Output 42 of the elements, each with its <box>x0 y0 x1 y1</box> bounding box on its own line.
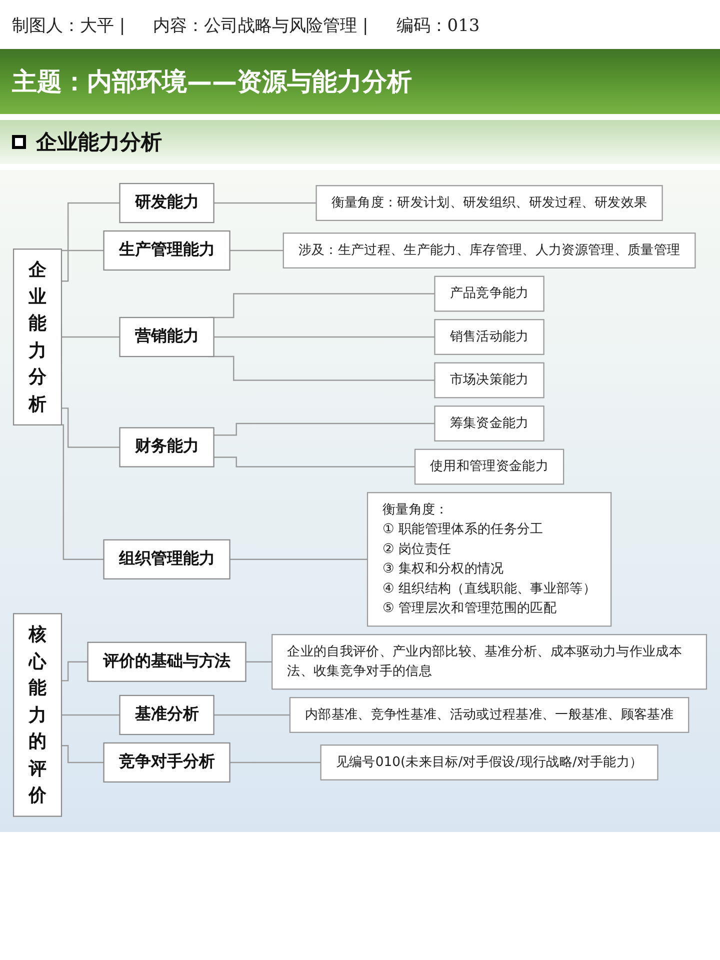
connector <box>214 714 290 716</box>
node-box <box>434 319 544 355</box>
node-box <box>320 744 658 780</box>
connector <box>61 250 104 282</box>
node-box <box>103 742 230 783</box>
node-box <box>119 316 214 358</box>
node-box <box>119 427 214 468</box>
node-box <box>414 448 564 485</box>
connector <box>246 661 272 662</box>
node-box <box>12 248 62 426</box>
node-box <box>434 276 544 312</box>
connector <box>214 336 435 338</box>
node-box <box>282 232 696 268</box>
connector <box>230 762 321 764</box>
node-box <box>87 642 246 682</box>
connector <box>230 250 284 252</box>
node-box <box>119 694 214 736</box>
connector <box>230 558 368 560</box>
connector <box>61 202 120 252</box>
node-box <box>103 230 230 271</box>
node-box <box>103 539 230 580</box>
connector <box>61 714 120 716</box>
node-box <box>434 406 544 442</box>
node-box <box>272 634 708 690</box>
connector <box>214 202 316 204</box>
node-box <box>366 492 612 627</box>
connector <box>214 456 415 468</box>
connector <box>61 408 120 448</box>
node-box <box>316 185 663 221</box>
section-heading: 企业能力分析 <box>36 129 162 156</box>
header-text: 编码：013 <box>396 15 480 37</box>
node-box <box>119 182 214 224</box>
node-box <box>289 697 690 733</box>
title-banner: 主题：内部环境——资源与能力分析 <box>0 49 720 114</box>
node-box <box>12 613 62 817</box>
node-box <box>434 362 544 398</box>
connector <box>214 422 435 436</box>
header-text: 内容：公司战略与风险管理 | <box>153 15 368 37</box>
connector <box>61 745 104 764</box>
header-text: 制图人：大平 | <box>12 15 126 37</box>
connector <box>61 661 88 682</box>
connector <box>61 336 120 338</box>
